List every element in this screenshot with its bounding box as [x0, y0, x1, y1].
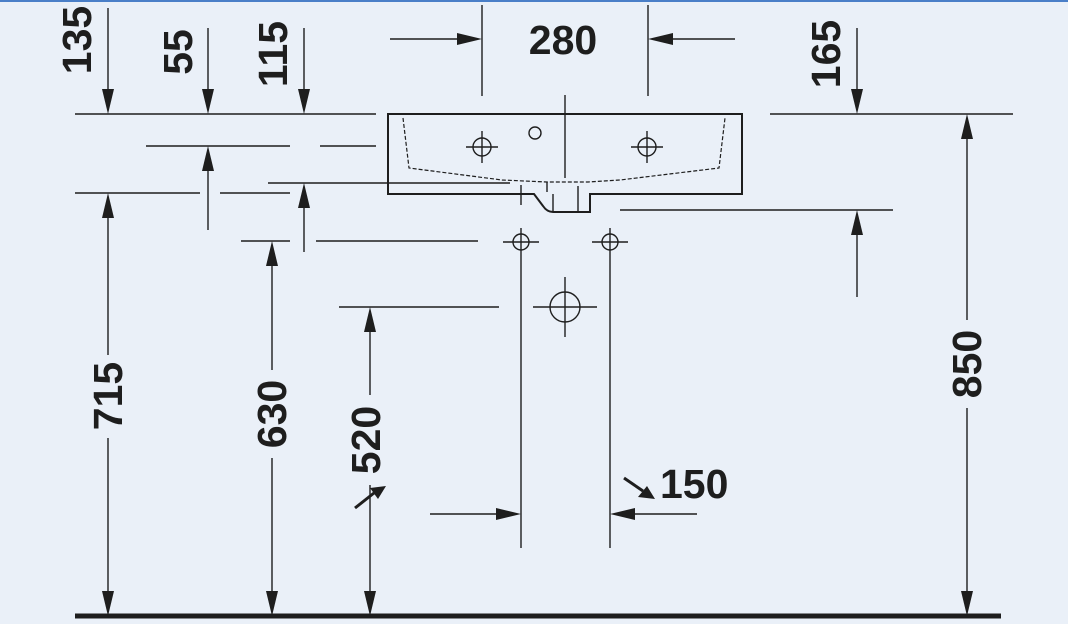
- waste-drain-icon: [533, 277, 597, 337]
- dimension-55-line: [202, 28, 214, 230]
- water-supply-right-icon: [592, 228, 628, 548]
- dimension-715-line: [102, 193, 114, 616]
- tap-hole-right-icon: [631, 131, 663, 163]
- dimension-150-label: 150: [660, 461, 728, 507]
- dimension-850-line: [961, 114, 973, 616]
- leader-arrow-520-icon: [354, 486, 386, 510]
- dimension-115-label: 115: [250, 21, 296, 87]
- dimension-280-label: 280: [529, 17, 597, 63]
- overflow-hole-icon: [528, 126, 542, 140]
- extension-lines: [75, 5, 1013, 308]
- basin-bowl-hidden-line: [402, 117, 726, 183]
- dimension-715-label: 715: [85, 362, 131, 430]
- dimension-165-label: 165: [803, 20, 849, 88]
- dimension-135-line: [102, 8, 114, 114]
- dimension-55-label: 55: [155, 29, 201, 75]
- dimension-280-line: [390, 33, 735, 45]
- dimension-520-label: 520: [343, 406, 389, 474]
- tap-hole-left-icon: [466, 131, 498, 163]
- dimension-520-line: [364, 307, 376, 616]
- dimension-630-line: [266, 241, 278, 616]
- dimension-135-label: 135: [54, 6, 100, 74]
- dimension-150-line: [430, 508, 697, 520]
- dimension-165-line: [851, 28, 863, 297]
- dimension-850-label: 850: [944, 330, 990, 398]
- washbasin-outline: [387, 95, 743, 213]
- water-supply-left-icon: [503, 228, 539, 548]
- dimension-630-label: 630: [249, 380, 295, 448]
- dimension-115-line: [298, 28, 310, 252]
- leader-arrow-150-icon: [623, 476, 655, 499]
